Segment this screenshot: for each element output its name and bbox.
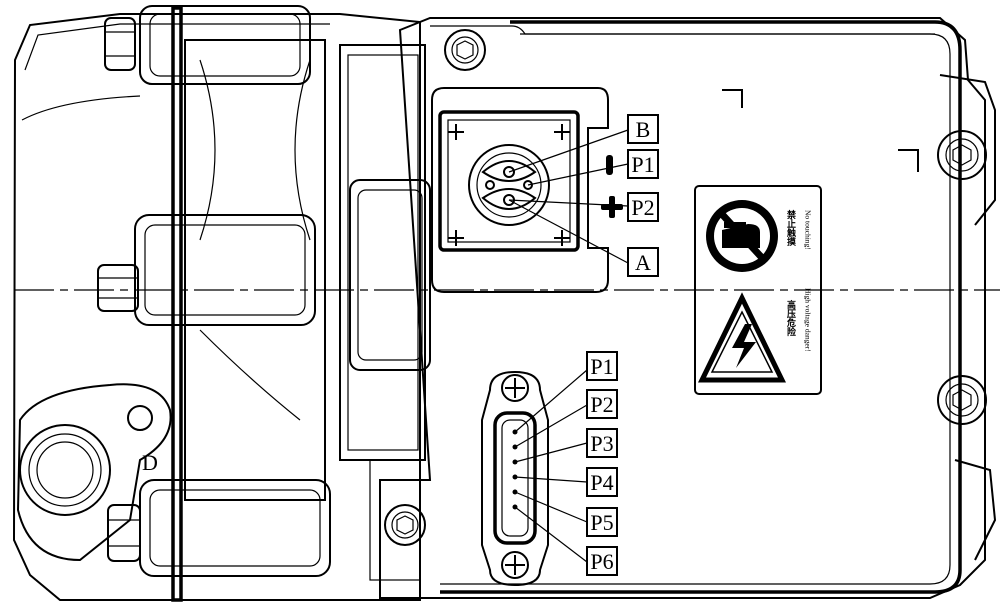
hv-label-p1: P1 xyxy=(631,152,654,177)
warning-label: 禁止触摸 No touching! 高压危险 High voltage dang… xyxy=(694,185,822,395)
hv-label-a: A xyxy=(635,250,651,275)
no-touch-cn: 禁止触摸 xyxy=(785,209,797,247)
high-voltage-icon xyxy=(697,292,787,383)
high-voltage-en: High voltage danger! xyxy=(804,288,813,352)
high-voltage-cn: 高压危险 xyxy=(785,299,797,337)
housing-mark-d: D xyxy=(142,450,158,475)
hv-connector: B P1 P2 A xyxy=(431,87,659,293)
minus-mark xyxy=(606,155,613,175)
plus-mark-h xyxy=(601,204,623,210)
lv-connector: P1 P2 P3 P4 P5 P6 xyxy=(481,351,618,587)
lv-pin-5: P5 xyxy=(590,510,613,535)
lv-pin-2: P2 xyxy=(590,392,613,417)
lv-pin-6: P6 xyxy=(590,549,613,574)
hv-label-b: B xyxy=(636,117,651,142)
lv-pin-1: P1 xyxy=(590,354,613,379)
lv-pin-4: P4 xyxy=(590,470,613,495)
hv-label-p2: P2 xyxy=(631,195,654,220)
no-touching-icon xyxy=(706,200,778,272)
lv-pin-3: P3 xyxy=(590,431,613,456)
controller-housing xyxy=(379,17,997,599)
no-touch-en: No touching! xyxy=(804,210,813,250)
motor-housing: D xyxy=(12,5,431,602)
